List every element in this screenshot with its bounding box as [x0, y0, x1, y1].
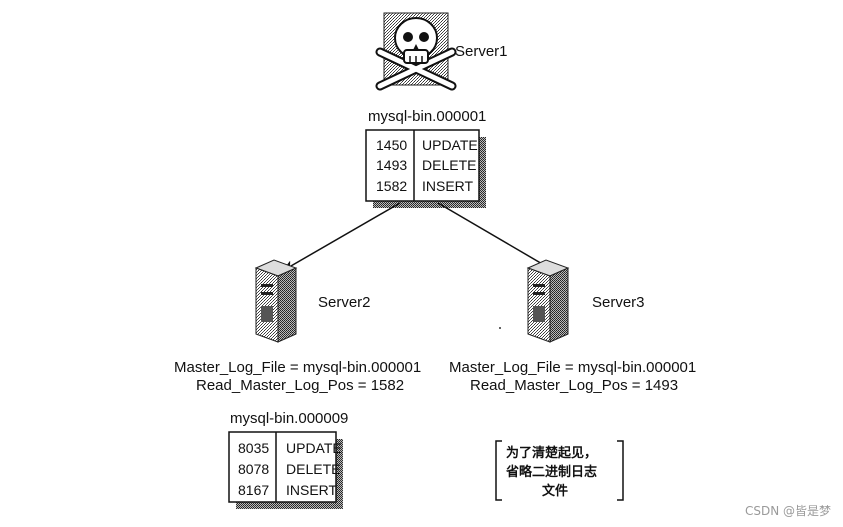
binlog-op-cell: INSERT — [422, 178, 474, 194]
skull-crossbones-icon — [375, 12, 457, 91]
binlog-pos-cell: 8167 — [238, 482, 269, 498]
binlog-op-cell: UPDATE — [422, 137, 478, 153]
server3-master-log-file: Master_Log_File = mysql-bin.000001 — [449, 359, 696, 376]
watermark: CSDN @皆是梦 — [744, 504, 831, 518]
note-line: 为了清楚起见， — [506, 446, 598, 461]
server1-binlog-name: mysql-bin.000001 — [368, 108, 486, 125]
binlog-op-cell: UPDATE — [286, 440, 342, 456]
server1-binlog-table: 1450 UPDATE 1493 DELETE 1582 INSERT — [365, 129, 486, 208]
server2-binlog-name: mysql-bin.000009 — [230, 410, 348, 427]
replication-arrow-to-server2 — [282, 202, 401, 272]
binlog-op-cell: INSERT — [286, 482, 338, 498]
stray-dot — [499, 327, 501, 329]
server2-master-log-file: Master_Log_File = mysql-bin.000001 — [174, 359, 421, 376]
note-bracket — [495, 440, 624, 501]
server2-label: Server2 — [318, 294, 371, 311]
server-tower-icon — [254, 259, 298, 343]
server1-label: Server1 — [455, 43, 508, 60]
binlog-pos-cell: 8078 — [238, 461, 269, 477]
server2-binlog-table: 8035 UPDATE 8078 DELETE 8167 INSERT — [228, 431, 343, 509]
binlog-pos-cell: 1493 — [376, 157, 407, 173]
note-line: 省略二进制日志 — [506, 465, 598, 480]
server3-read-master-log-pos: Read_Master_Log_Pos = 1493 — [470, 377, 678, 394]
binlog-op-cell: DELETE — [422, 157, 476, 173]
binlog-pos-cell: 8035 — [238, 440, 269, 456]
binlog-op-cell: DELETE — [286, 461, 340, 477]
note-line: 文件 — [542, 484, 569, 499]
server-tower-icon — [526, 259, 570, 343]
binlog-pos-cell: 1582 — [376, 178, 407, 194]
server3-label: Server3 — [592, 294, 645, 311]
replication-arrow-to-server3 — [437, 202, 558, 274]
server2-read-master-log-pos: Read_Master_Log_Pos = 1582 — [196, 377, 404, 394]
binlog-pos-cell: 1450 — [376, 137, 407, 153]
